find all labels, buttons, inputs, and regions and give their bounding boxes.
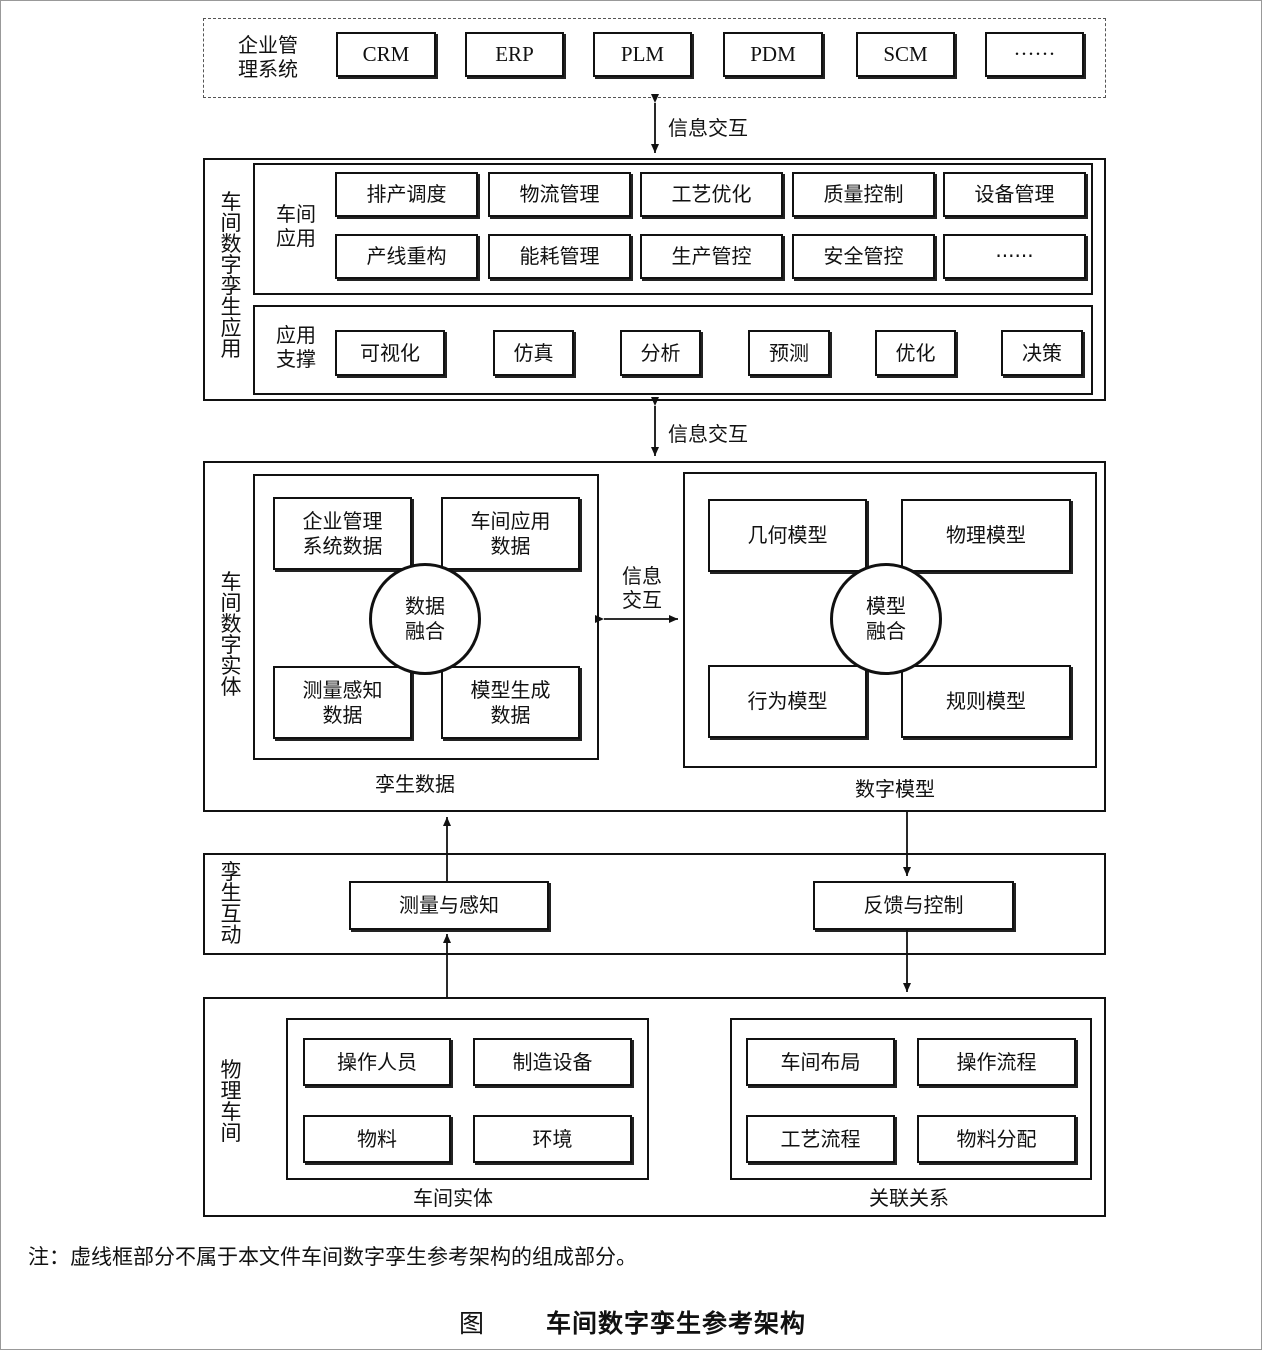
relation-material-distribution: 物料分配 <box>917 1115 1076 1163</box>
app-safety-control: 安全管控 <box>792 234 935 279</box>
application-support-panel <box>253 305 1093 395</box>
app-energy-management: 能耗管理 <box>488 234 631 279</box>
data-workshop-application: 车间应用 数据 <box>441 497 580 570</box>
digital-model-caption: 数字模型 <box>855 777 935 801</box>
enterprise-systems-label: 企业管 理系统 <box>238 33 298 81</box>
entity-equipment: 制造设备 <box>473 1038 632 1086</box>
support-optimization: 优化 <box>875 330 956 376</box>
app-process-optimization: 工艺优化 <box>640 172 783 217</box>
info-exchange-label-2: 信息交互 <box>668 422 748 446</box>
measurement-sensing-box: 测量与感知 <box>349 881 549 930</box>
entity-info-exchange-label: 信息 交互 <box>622 564 662 612</box>
footnote: 注：虚线框部分不属于本文件车间数字孪生参考架构的组成部分。 <box>28 1245 637 1269</box>
digital-entity-layer <box>203 461 1106 812</box>
model-physical: 物理模型 <box>901 499 1071 572</box>
association-caption: 关联关系 <box>869 1186 949 1210</box>
feedback-control-box: 反馈与控制 <box>813 881 1014 930</box>
app-line-reconfiguration: 产线重构 <box>335 234 478 279</box>
support-visualization: 可视化 <box>335 330 445 376</box>
app-more: ······ <box>943 234 1086 279</box>
application-support-label: 应用 支撑 <box>276 323 316 371</box>
data-fusion-circle: 数据 融合 <box>369 563 481 675</box>
entity-operators: 操作人员 <box>303 1038 451 1086</box>
support-simulation: 仿真 <box>493 330 574 376</box>
data-enterprise-systems: 企业管理 系统数据 <box>273 497 412 570</box>
app-equipment-management: 设备管理 <box>943 172 1086 217</box>
entity-environment: 环境 <box>473 1115 632 1163</box>
model-fusion-circle: 模型 融合 <box>830 563 942 675</box>
app-production-control: 生产管控 <box>640 234 783 279</box>
workshop-application-label: 车间 应用 <box>276 202 316 250</box>
digital-model-panel <box>683 472 1097 768</box>
twin-data-caption: 孪生数据 <box>375 772 455 796</box>
figure-prefix: 图 <box>459 1309 485 1338</box>
data-measurement-sensing: 测量感知 数据 <box>273 666 412 739</box>
support-decision: 决策 <box>1001 330 1083 376</box>
relation-operation-flow: 操作流程 <box>917 1038 1076 1086</box>
support-prediction: 预测 <box>748 330 830 376</box>
data-model-generated: 模型生成 数据 <box>441 666 580 739</box>
twin-interaction-layer-label: 孪生互动 <box>220 860 242 947</box>
model-geometric: 几何模型 <box>708 499 867 572</box>
support-analysis: 分析 <box>620 330 701 376</box>
system-erp: ERP <box>465 32 564 77</box>
system-more: ······ <box>985 32 1084 77</box>
workshop-application-panel <box>253 163 1093 295</box>
digital-entity-layer-label: 车间数字实体 <box>220 570 242 699</box>
physical-workshop-layer <box>203 997 1106 1217</box>
system-plm: PLM <box>593 32 692 77</box>
workshop-entity-caption: 车间实体 <box>413 1186 493 1210</box>
app-scheduling: 排产调度 <box>335 172 478 217</box>
system-scm: SCM <box>856 32 955 77</box>
app-quality-control: 质量控制 <box>792 172 935 217</box>
model-rule: 规则模型 <box>901 665 1071 738</box>
system-crm: CRM <box>336 32 436 77</box>
association-panel <box>730 1018 1092 1180</box>
app-logistics: 物流管理 <box>488 172 631 217</box>
physical-workshop-layer-label: 物理车间 <box>220 1058 242 1145</box>
twin-application-layer-label: 车间数字孪生应用 <box>220 190 242 361</box>
workshop-entity-panel <box>286 1018 649 1180</box>
system-pdm: PDM <box>723 32 823 77</box>
figure-title: 车间数字孪生参考架构 <box>546 1309 807 1338</box>
info-exchange-label-1: 信息交互 <box>668 116 748 140</box>
entity-materials: 物料 <box>303 1115 451 1163</box>
model-behavioral: 行为模型 <box>708 665 867 738</box>
relation-layout: 车间布局 <box>746 1038 895 1086</box>
relation-process-flow: 工艺流程 <box>746 1115 895 1163</box>
twin-interaction-layer <box>203 853 1106 955</box>
